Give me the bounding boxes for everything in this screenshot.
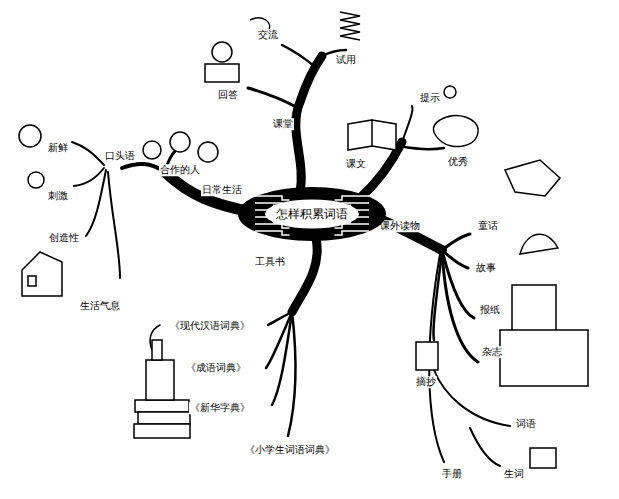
- branch-label: 优秀: [447, 156, 469, 168]
- branch-label: 口头语: [104, 150, 136, 162]
- branch-label: 生活气息: [79, 300, 121, 312]
- branch-label: 杂志: [481, 346, 503, 358]
- branch-label: 日常生活: [201, 184, 243, 196]
- branch-label: 生词: [503, 468, 525, 480]
- branch-label: 故事: [475, 262, 497, 274]
- branch-label: 创造性: [48, 232, 80, 244]
- branch-label: 工具书: [254, 256, 286, 268]
- branch-label: 合作的人: [159, 164, 201, 176]
- branch-label: 回答: [217, 89, 239, 101]
- branch-label: 新鲜: [47, 142, 69, 154]
- branch-label: 《小学生词语词典》: [244, 444, 336, 456]
- branch-label: 童话: [477, 220, 499, 232]
- branch-label: 报纸: [479, 304, 501, 316]
- branch-label: 《成语词典》: [185, 362, 247, 374]
- branch-label: 课文: [345, 158, 367, 170]
- branch-label: 交流: [257, 29, 279, 41]
- branch-label: 手册: [441, 468, 463, 480]
- central-topic-oval: 怎样积累词语: [237, 186, 387, 242]
- branch-label: 提示: [419, 92, 441, 104]
- branch-label: 试用: [335, 54, 357, 66]
- branch-label: 《新华字典》: [189, 402, 251, 414]
- branch-label: 《现代汉语词典》: [169, 320, 251, 332]
- branch-label: 摘抄: [415, 376, 437, 388]
- branch-label: 词语: [515, 418, 537, 430]
- branch-label: 刺激: [47, 190, 69, 202]
- branch-label: 课堂: [272, 118, 294, 130]
- branch-label: 课外读物: [379, 220, 421, 232]
- central-topic-text: 怎样积累词语: [273, 205, 351, 224]
